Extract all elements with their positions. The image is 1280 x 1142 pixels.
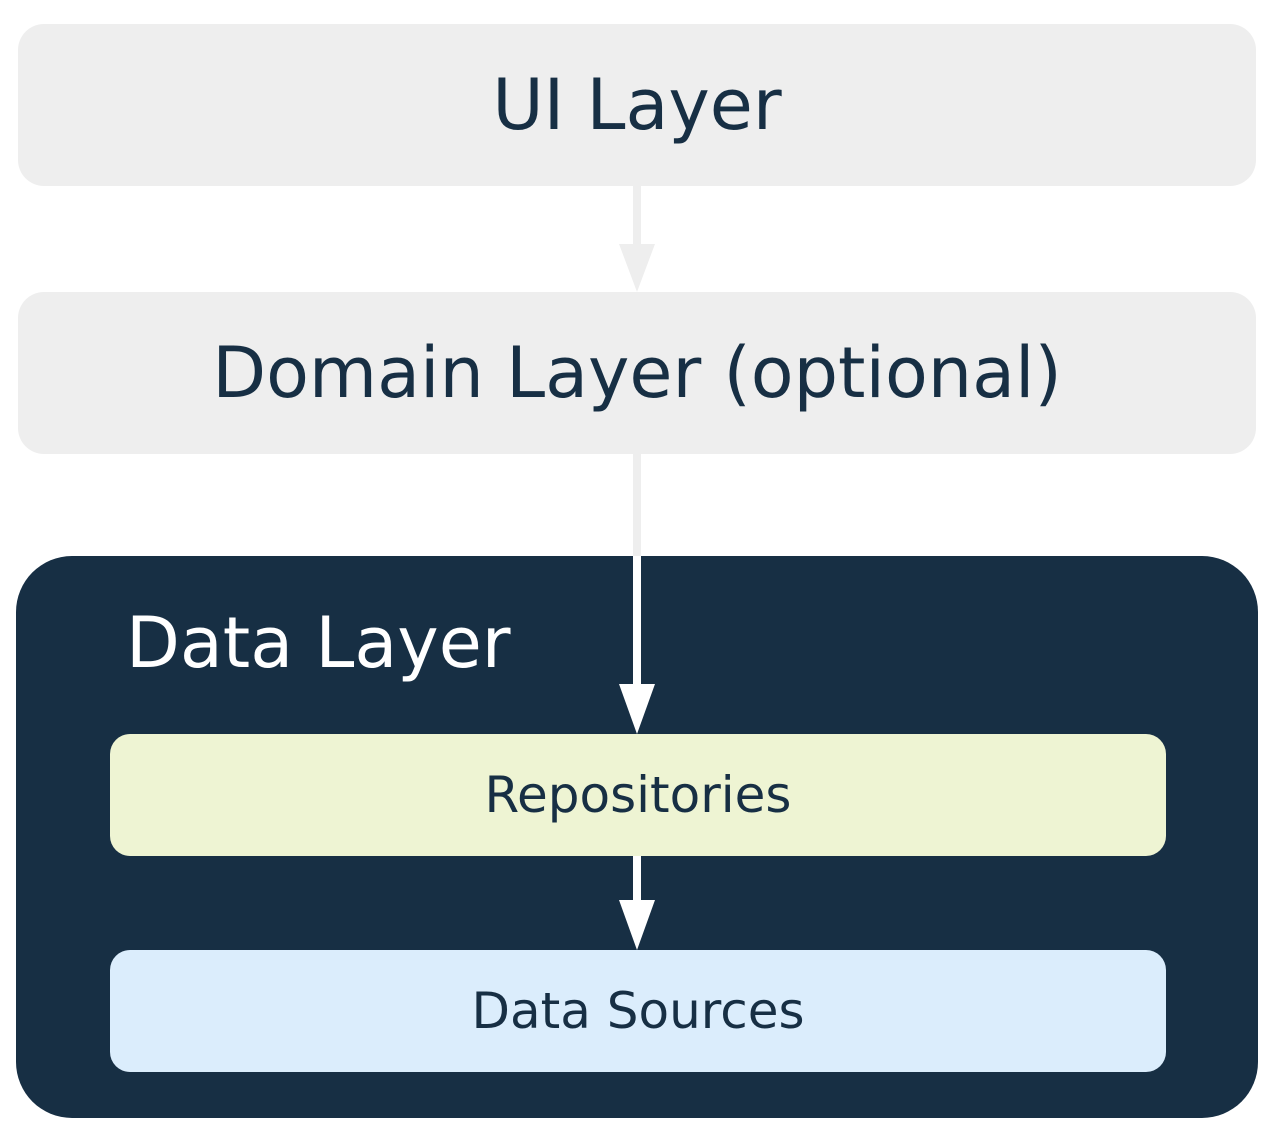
data-sources-box: Data Sources bbox=[110, 950, 1166, 1072]
ui-to-domain-arrow-head bbox=[619, 244, 655, 292]
domain-layer-label: Domain Layer (optional) bbox=[212, 332, 1062, 414]
ui-layer-label: UI Layer bbox=[492, 64, 782, 146]
data-sources-label: Data Sources bbox=[471, 982, 805, 1040]
repositories-label: Repositories bbox=[484, 766, 792, 824]
domain-layer-box: Domain Layer (optional) bbox=[18, 292, 1256, 454]
data-layer-box: Data Layer Repositories Data Sources bbox=[16, 556, 1258, 1118]
ui-to-domain-arrow bbox=[619, 186, 655, 292]
data-layer-label: Data Layer bbox=[126, 602, 511, 684]
ui-layer-box: UI Layer bbox=[18, 24, 1256, 186]
repositories-box: Repositories bbox=[110, 734, 1166, 856]
